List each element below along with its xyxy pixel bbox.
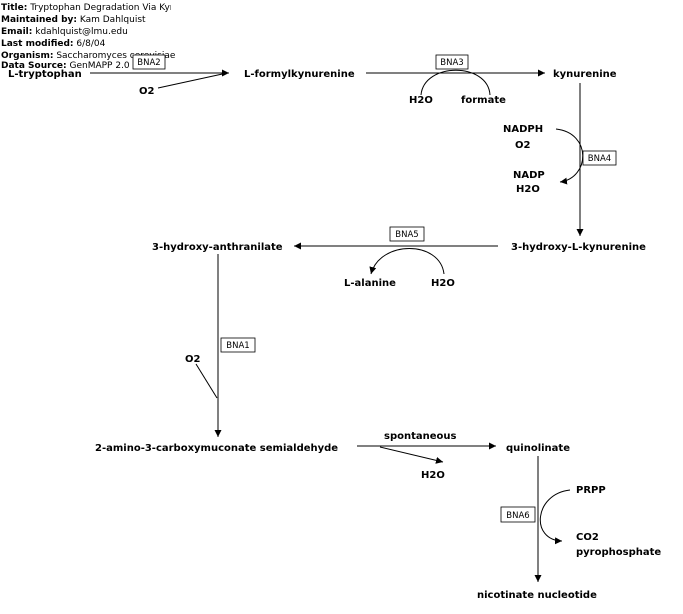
bna3-cofactor-curve xyxy=(420,69,491,96)
gene-box-bna5[interactable] xyxy=(389,226,425,242)
gene-box-bna2[interactable] xyxy=(132,54,166,70)
cofactor-nadph: NADPH xyxy=(503,124,543,135)
header-modified: Last modified: 6/8/04 xyxy=(1,39,105,50)
gene-label-bna6: BNA6 xyxy=(506,511,529,521)
gene-box-bna6[interactable] xyxy=(500,506,536,523)
modified-value: 6/8/04 xyxy=(76,39,106,49)
cofactor-o2-bna1: O2 xyxy=(185,354,201,365)
gene-label-bna5: BNA5 xyxy=(395,230,418,240)
cofactor-h2o-bna3: H2O xyxy=(409,95,433,106)
header-organism: Organism: Saccharomyces cerevisiae xyxy=(1,51,175,62)
metabolite-quinolinate: quinolinate xyxy=(506,443,570,454)
gene-label-bna3: BNA3 xyxy=(440,58,463,68)
cofactor-formate: formate xyxy=(461,95,506,106)
cofactor-o2-bna4: O2 xyxy=(515,140,531,151)
gene-label-bna4: BNA4 xyxy=(588,154,611,164)
cofactor-co2: CO2 xyxy=(576,532,599,543)
cofactor-h2o-bna4: H2O xyxy=(516,184,540,195)
cofactor-o2-bna2: O2 xyxy=(139,86,155,97)
header-maintainer: Maintained by: Kam Dahlquist xyxy=(1,15,146,26)
metabolite-3-hydroxy-l-kynurenine: 3-hydroxy-L-kynurenine xyxy=(511,242,646,253)
o2-bna1-link xyxy=(195,363,218,399)
header-email: Email: kdahlquist@lmu.edu xyxy=(1,27,128,38)
maintainer-label: Maintained by: xyxy=(1,15,77,25)
bna6-cofactor-curve xyxy=(539,489,571,545)
gene-box-bna3[interactable] xyxy=(435,54,469,70)
email-value: kdahlquist@lmu.edu xyxy=(35,27,128,37)
gene-label-bna1: BNA1 xyxy=(226,341,249,351)
cofactor-prpp: PRPP xyxy=(576,485,606,496)
metabolite-l-tryptophan: L-tryptophan xyxy=(8,69,82,80)
metabolite-nicotinate-nucleotide: nicotinate nucleotide xyxy=(477,590,597,601)
title-value: Tryptophan Degradation Via Kynurenine xyxy=(30,3,171,13)
organism-label: Organism: xyxy=(1,51,54,61)
bna4-cofactor-curve xyxy=(555,128,584,185)
metabolite-2-amino-3-carboxymuconate-semialdehyde: 2-amino-3-carboxymuconate semialdehyde xyxy=(95,443,338,454)
metabolite-kynurenine: kynurenine xyxy=(553,69,617,80)
metabolite-3-hydroxy-anthranilate: 3-hydroxy-anthranilate xyxy=(152,242,283,253)
organism-value: Saccharomyces cerevisiae xyxy=(56,51,176,61)
cofactor-l-alanine: L-alanine xyxy=(344,278,396,289)
modified-label: Last modified: xyxy=(1,39,74,49)
metabolite-l-formylkynurenine: L-formylkynurenine xyxy=(244,69,355,80)
maintainer-value: Kam Dahlquist xyxy=(79,15,146,25)
gene-box-bna1[interactable] xyxy=(220,337,256,353)
gene-box-bna4[interactable] xyxy=(582,150,617,166)
h2o-spontaneous-link xyxy=(379,446,444,464)
header-title: Title: Tryptophan Degradation Via Kynure… xyxy=(1,3,171,14)
gene-label-bna2: BNA2 xyxy=(137,58,160,68)
label-spontaneous: spontaneous xyxy=(384,431,457,442)
email-label: Email: xyxy=(1,27,33,37)
o2-bna2-link xyxy=(157,72,228,89)
cofactor-h2o-bna5: H2O xyxy=(431,278,455,289)
source-label: Data Source: xyxy=(1,61,67,71)
cofactor-nadp: NADP xyxy=(513,170,545,181)
cofactor-pyrophosphate: pyrophosphate xyxy=(576,547,661,558)
title-label: Title: xyxy=(1,3,28,13)
source-value: GenMAPP 2.0 xyxy=(69,61,130,71)
bna5-cofactor-curve xyxy=(369,248,445,275)
cofactor-h2o-spontaneous: H2O xyxy=(421,470,445,481)
header-source: Data Source: GenMAPP 2.0 xyxy=(1,61,130,72)
